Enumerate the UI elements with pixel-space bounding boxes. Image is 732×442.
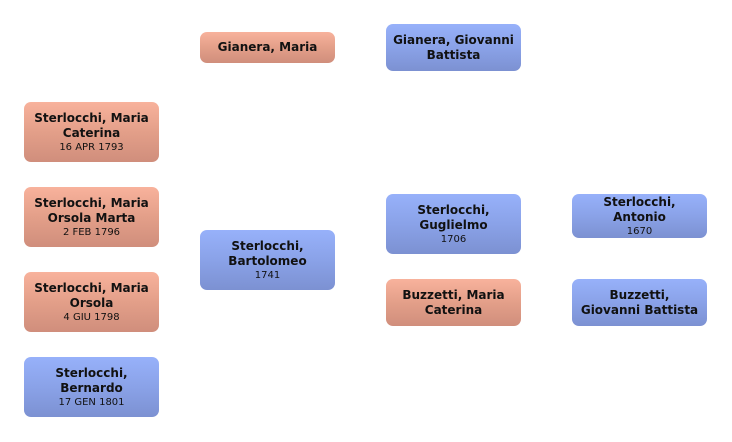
person-box-buzzetti-maria-caterina[interactable]: Buzzetti, Maria Caterina xyxy=(386,279,521,326)
person-box-gianera-giovanni-battista[interactable]: Gianera, Giovanni Battista xyxy=(386,24,521,71)
person-name: Buzzetti, Maria Caterina xyxy=(402,287,505,317)
person-box-sterlocchi-maria-orsola[interactable]: Sterlocchi, Maria Orsola 4 GIU 1798 xyxy=(24,272,159,332)
person-box-sterlocchi-guglielmo[interactable]: Sterlocchi, Guglielmo 1706 xyxy=(386,194,521,254)
person-date: 2 FEB 1796 xyxy=(62,226,121,238)
person-name: Sterlocchi, Maria Orsola Marta xyxy=(34,195,149,225)
person-box-gianera-maria[interactable]: Gianera, Maria xyxy=(200,32,335,63)
person-date: 1741 xyxy=(254,269,281,281)
person-date: 4 GIU 1798 xyxy=(63,311,120,323)
person-date: 16 APR 1793 xyxy=(59,141,124,153)
person-date: 17 GEN 1801 xyxy=(58,396,125,408)
person-name: Sterlocchi, Maria Orsola xyxy=(34,280,149,310)
person-box-buzzetti-giovanni-battista[interactable]: Buzzetti, Giovanni Battista xyxy=(572,279,707,326)
person-name: Sterlocchi, Bartolomeo xyxy=(228,238,307,268)
person-date: 1706 xyxy=(440,233,467,245)
person-name: Sterlocchi, Maria Caterina xyxy=(34,110,149,140)
person-name: Sterlocchi, Bernardo xyxy=(55,365,128,395)
person-name: Gianera, Maria xyxy=(217,40,318,54)
person-box-sterlocchi-antonio[interactable]: Sterlocchi, Antonio 1670 xyxy=(572,194,707,238)
person-date: 1670 xyxy=(626,225,653,237)
person-box-sterlocchi-maria-caterina[interactable]: Sterlocchi, Maria Caterina 16 APR 1793 xyxy=(24,102,159,162)
person-box-sterlocchi-bernardo[interactable]: Sterlocchi, Bernardo 17 GEN 1801 xyxy=(24,357,159,417)
person-box-sterlocchi-bartolomeo[interactable]: Sterlocchi, Bartolomeo 1741 xyxy=(200,230,335,290)
person-box-sterlocchi-maria-orsola-marta[interactable]: Sterlocchi, Maria Orsola Marta 2 FEB 179… xyxy=(24,187,159,247)
person-name: Sterlocchi, Antonio xyxy=(603,194,676,224)
person-name: Sterlocchi, Guglielmo xyxy=(417,202,490,232)
person-name: Buzzetti, Giovanni Battista xyxy=(580,287,699,317)
person-name: Gianera, Giovanni Battista xyxy=(393,32,514,62)
